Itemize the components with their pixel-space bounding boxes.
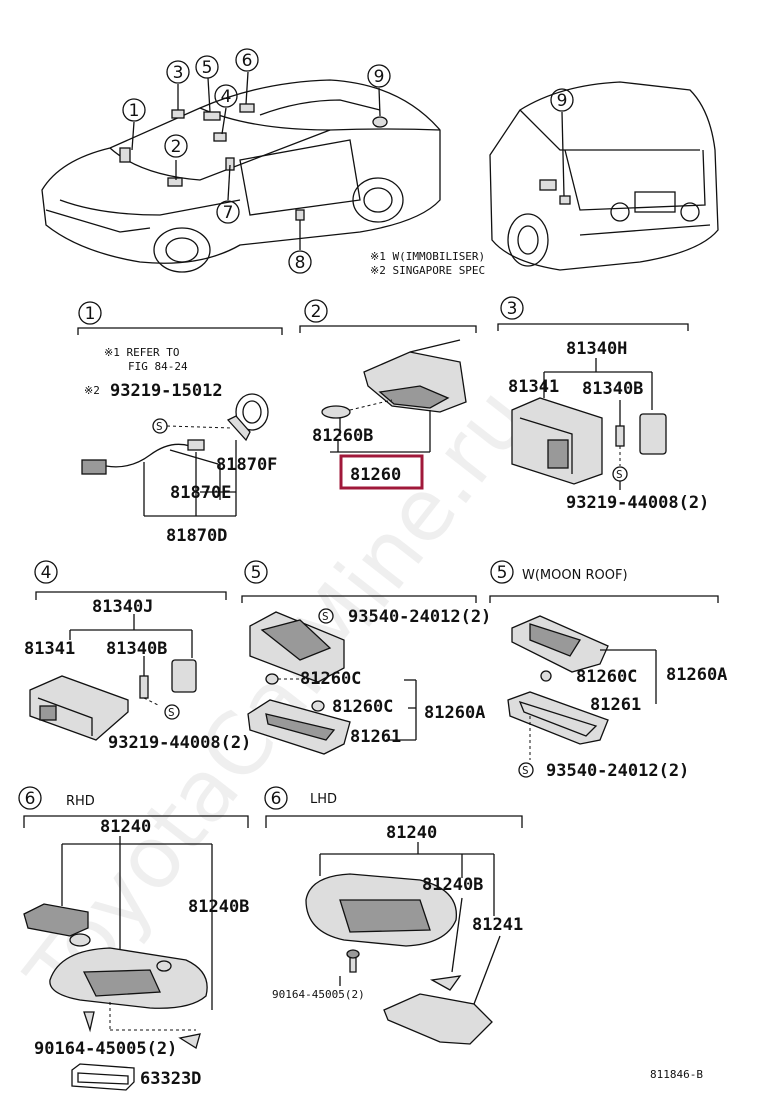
svg-text:S: S [156,420,163,433]
callout-2: 2 [171,137,182,157]
s1-note-refer: ※1 REFER TO [104,346,179,359]
callout-4: 4 [221,87,232,107]
svg-text:S: S [616,468,623,481]
section-5b-number: 5 [497,563,508,583]
section-5-number: 5 [251,563,262,583]
part-81870E[interactable]: 81870E [170,483,231,503]
section-3-number: 3 [507,299,518,319]
part-81260A-b[interactable]: 81260A [666,665,727,685]
callout-3: 3 [173,63,184,83]
section-2: 2 [299,299,477,453]
part-81341-a[interactable]: 81341 [508,377,559,397]
sedan-illustration [41,71,441,273]
svg-text:S: S [322,610,329,623]
part-81260B[interactable]: 81260B [312,426,373,446]
section-5-moonroof: 5 W(MOON ROOF) S [489,560,719,778]
part-63323D[interactable]: 63323D [140,1069,201,1089]
part-81261-b[interactable]: 81261 [590,695,641,715]
part-81240-lhd[interactable]: 81240 [386,823,437,843]
part-81340B-a[interactable]: 81340B [582,379,643,399]
section-6-lhd: 6 LHD [264,786,523,1045]
part-81340H[interactable]: 81340H [566,339,627,359]
section-2-number: 2 [311,302,322,322]
svg-text:S: S [168,706,175,719]
callout-6: 6 [242,51,253,71]
part-81870D[interactable]: 81870D [166,526,227,546]
part-81240B-rhd[interactable]: 81240B [188,897,249,917]
part-93219-15012[interactable]: 93219-15012 [110,381,223,401]
section-5: 5 S [241,560,477,755]
part-93540-24012-b[interactable]: 93540-24012(2) [546,761,689,781]
section-6r-number: 6 [25,789,36,809]
part-81240-rhd[interactable]: 81240 [100,817,151,837]
section-4: 4 S [29,560,227,741]
part-81260C-c[interactable]: 81260C [576,667,637,687]
moonroof-label: W(MOON ROOF) [522,568,628,583]
note-immobiliser: ※1 W(IMMOBILISER) [370,250,485,263]
part-81340J[interactable]: 81340J [92,597,153,617]
part-81260C-b[interactable]: 81260C [332,697,393,717]
callout-8: 8 [295,253,306,273]
illustration-code: 811846-B [650,1068,703,1081]
part-90164-45005-lhd[interactable]: 90164-45005(2) [272,988,365,1001]
part-81261-a[interactable]: 81261 [350,727,401,747]
sedan-callouts: 1 2 3 5 4 6 7 8 9 [122,48,391,274]
callout-5: 5 [202,58,213,78]
wagon-illustration [489,81,719,271]
part-90164-45005-rhd[interactable]: 90164-45005(2) [34,1039,177,1059]
s1-star2: ※2 [84,384,100,397]
s1-note-fig: FIG 84-24 [128,360,188,373]
callout-7: 7 [223,203,234,223]
part-93219-44008-b[interactable]: 93219-44008(2) [108,733,251,753]
section-1-number: 1 [85,304,96,324]
part-81260[interactable]: 81260 [350,465,401,485]
callout-1: 1 [129,101,140,121]
part-81260A-a[interactable]: 81260A [424,703,485,723]
highlight-box [339,454,424,490]
part-81340B-b[interactable]: 81340B [106,639,167,659]
part-81240B-lhd[interactable]: 81240B [422,875,483,895]
part-93540-24012-a[interactable]: 93540-24012(2) [348,607,491,627]
section-1: 1 ※1 REFER TO FIG 84-24 ※2 93219-15012 S [77,301,283,517]
svg-text:S: S [522,764,529,777]
section-6l-number: 6 [271,789,282,809]
part-81260C-a[interactable]: 81260C [300,669,361,689]
section-4-number: 4 [41,563,52,583]
rhd-label: RHD [66,794,95,809]
section-3: 3 S [497,296,689,490]
note-singapore: ※2 SINGAPORE SPEC [370,264,485,277]
lhd-label: LHD [310,792,337,807]
callout-9-wagon: 9 [557,91,568,111]
part-81341-b[interactable]: 81341 [24,639,75,659]
part-93219-44008-a[interactable]: 93219-44008(2) [566,493,709,513]
callout-9: 9 [374,67,385,87]
section-6-rhd: 6 RHD [18,786,249,1091]
part-81870F[interactable]: 81870F [216,455,277,475]
part-81241[interactable]: 81241 [472,915,523,935]
callout-1-circle [122,98,146,122]
